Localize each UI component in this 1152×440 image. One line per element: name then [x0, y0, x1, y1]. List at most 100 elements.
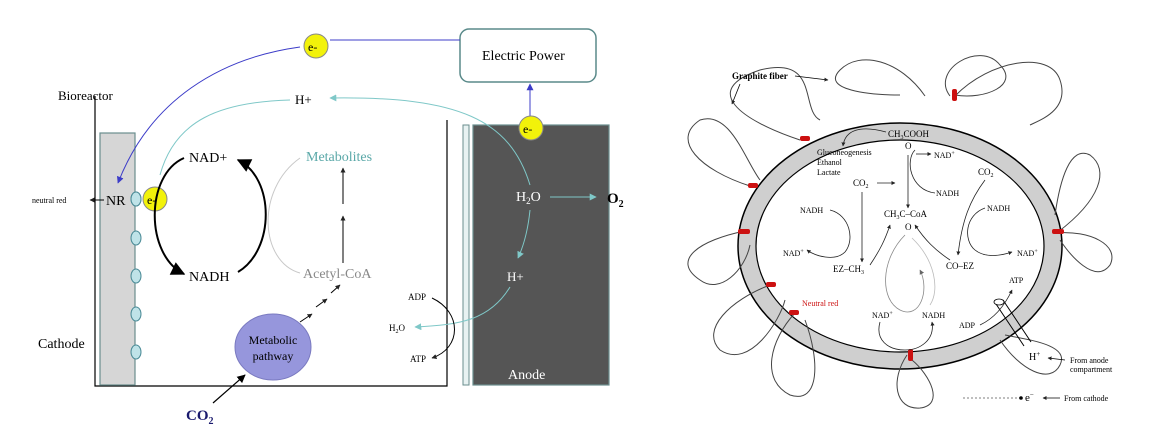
metabolic-pathway-node [234, 313, 312, 381]
h-plus-to-h2o-arrow [414, 286, 511, 331]
nadh-left-label: NADH [800, 206, 823, 215]
h-plus-top-arrow [329, 94, 531, 186]
ez-ch3-main: EZ–CH [833, 264, 861, 274]
h2o-small-suffix: O [399, 323, 406, 333]
external-wire-curve [117, 46, 301, 184]
electric-power-label: Electric Power [482, 49, 565, 64]
anode-separator [462, 124, 470, 386]
neutral-red-marker [1052, 229, 1064, 234]
neutral-red-markers [738, 89, 1064, 361]
nad-plus-left-sup: + [800, 249, 804, 255]
nad-plus-right-label: NAD+ [1017, 249, 1038, 258]
nad-plus-left-main: NAD [783, 249, 801, 258]
metabolites-label: Metabolites [306, 150, 372, 165]
atp-synthase [993, 298, 1032, 347]
graphite-fiber-pointer [794, 75, 829, 82]
cathode-electrode [99, 132, 136, 386]
co2-right-sub: 2 [991, 173, 994, 179]
acetyl-coa-label: Acetyl-CoA [303, 267, 372, 282]
right-diagram: Graphite fiber CH3COOH O Gluconeogenesis… [687, 55, 1113, 409]
adp-label: ADP [408, 292, 426, 302]
metabolic-pathway-line2: pathway [253, 349, 294, 363]
co-ez-label: CO–EZ [946, 261, 974, 271]
ch3c-coa-sub: 3 [897, 215, 900, 221]
neutral-red-marker [800, 136, 810, 141]
neutral-red-marker [908, 349, 913, 361]
h-plus-top-label: H+ [295, 92, 312, 107]
bottom-nad-loop [878, 321, 935, 351]
nadh-top-loop [909, 149, 936, 194]
cathode-label: Cathode [38, 337, 85, 352]
graphite-fiber [954, 61, 1063, 126]
nad-plus-label: NAD+ [189, 151, 227, 166]
central-loop [885, 234, 925, 313]
gluconeogenesis-label: Gluconeogenesis [817, 148, 872, 157]
anode-electrode [472, 124, 610, 386]
neutral-red-oval [130, 268, 142, 284]
graphite-fiber-pointer-2 [731, 83, 741, 105]
adp-right-label: ADP [959, 321, 976, 330]
o2-sub: 2 [619, 199, 624, 210]
bioreactor-vessel [94, 96, 448, 387]
from-anode-line2: compartment [1070, 365, 1113, 374]
central-loop-2 [911, 237, 936, 306]
co2-right-label: CO2 [978, 167, 994, 179]
metabolites-branch [267, 157, 301, 274]
ch3cooh-label: CH3COOH [888, 129, 930, 141]
o2-main: O [607, 191, 619, 207]
graphite-fiber [687, 230, 751, 286]
nadh-right-label: NADH [987, 204, 1010, 213]
electron-top-label: e- [308, 40, 317, 54]
h2o-small-label: H2O [389, 323, 406, 335]
adp-to-atp-arrow [431, 297, 455, 359]
neutral-red-oval [130, 230, 142, 246]
nad-plus-top-label: NAD+ [934, 151, 955, 160]
nadh-bottom-label: NADH [922, 311, 945, 320]
graphite-fiber [729, 67, 821, 141]
nad-plus-right-sup: + [1034, 249, 1038, 255]
acetate-to-glucone-arrow [841, 128, 887, 147]
ethanol-label: Ethanol [817, 158, 843, 167]
ez-ch3-sub: 3 [861, 270, 864, 276]
o-mid-label: O [905, 222, 912, 232]
graphite-fibers [687, 55, 1113, 409]
bioreactor-label: Bioreactor [58, 88, 114, 103]
graphite-fiber [834, 59, 926, 97]
nad-plus-top-sup: + [951, 151, 955, 157]
nad-plus-bottom-label: NAD+ [872, 311, 893, 320]
o-top-label: O [905, 141, 912, 151]
pathway-to-acetyl-arrow-2 [315, 298, 328, 308]
from-cathode-label: From cathode [1064, 394, 1109, 403]
ch3cooh-main: CH [888, 129, 901, 139]
pathway-to-acetyl-arrow [299, 313, 313, 323]
graphite-fiber [771, 312, 816, 397]
anode-h2o-suffix: O [531, 190, 541, 205]
from-anode-line1: From anode [1070, 356, 1109, 365]
neutral-red-marker [789, 310, 799, 315]
ch3c-coa-main: CH [884, 209, 897, 219]
co2-left-sub: 2 [866, 184, 869, 190]
co2-to-pathway-arrow [212, 374, 246, 404]
co2-input-label: CO2 [186, 408, 214, 427]
neutral-red-marker [952, 89, 957, 101]
co2-right-arrow [956, 179, 986, 256]
h-plus-right-label: H+ [1029, 350, 1040, 363]
graphite-fiber-label: Graphite fiber [732, 71, 788, 81]
e-minus-main: e [1025, 392, 1030, 404]
h-plus-to-cathode [159, 99, 291, 176]
nadh-to-nad-arrow [236, 159, 267, 273]
neutral-red-right-label: Neutral red [802, 299, 838, 308]
electron-dot [1019, 396, 1023, 400]
adp-to-atp-right-arrow [979, 289, 1013, 326]
atp-synthase-wall [995, 303, 1025, 347]
electric-power-box [459, 28, 597, 83]
from-anode-arrow [1047, 356, 1066, 361]
neutral-red-marker [738, 229, 750, 234]
ch3cooh-sub: 3 [901, 135, 904, 141]
pathway-to-acetyl-arrow-3 [330, 284, 341, 294]
e-minus-label: e− [1025, 391, 1034, 404]
graphite-fiber [687, 118, 761, 187]
nad-plus-left-label: NAD+ [783, 249, 804, 258]
co2-left-main: CO [853, 178, 866, 188]
